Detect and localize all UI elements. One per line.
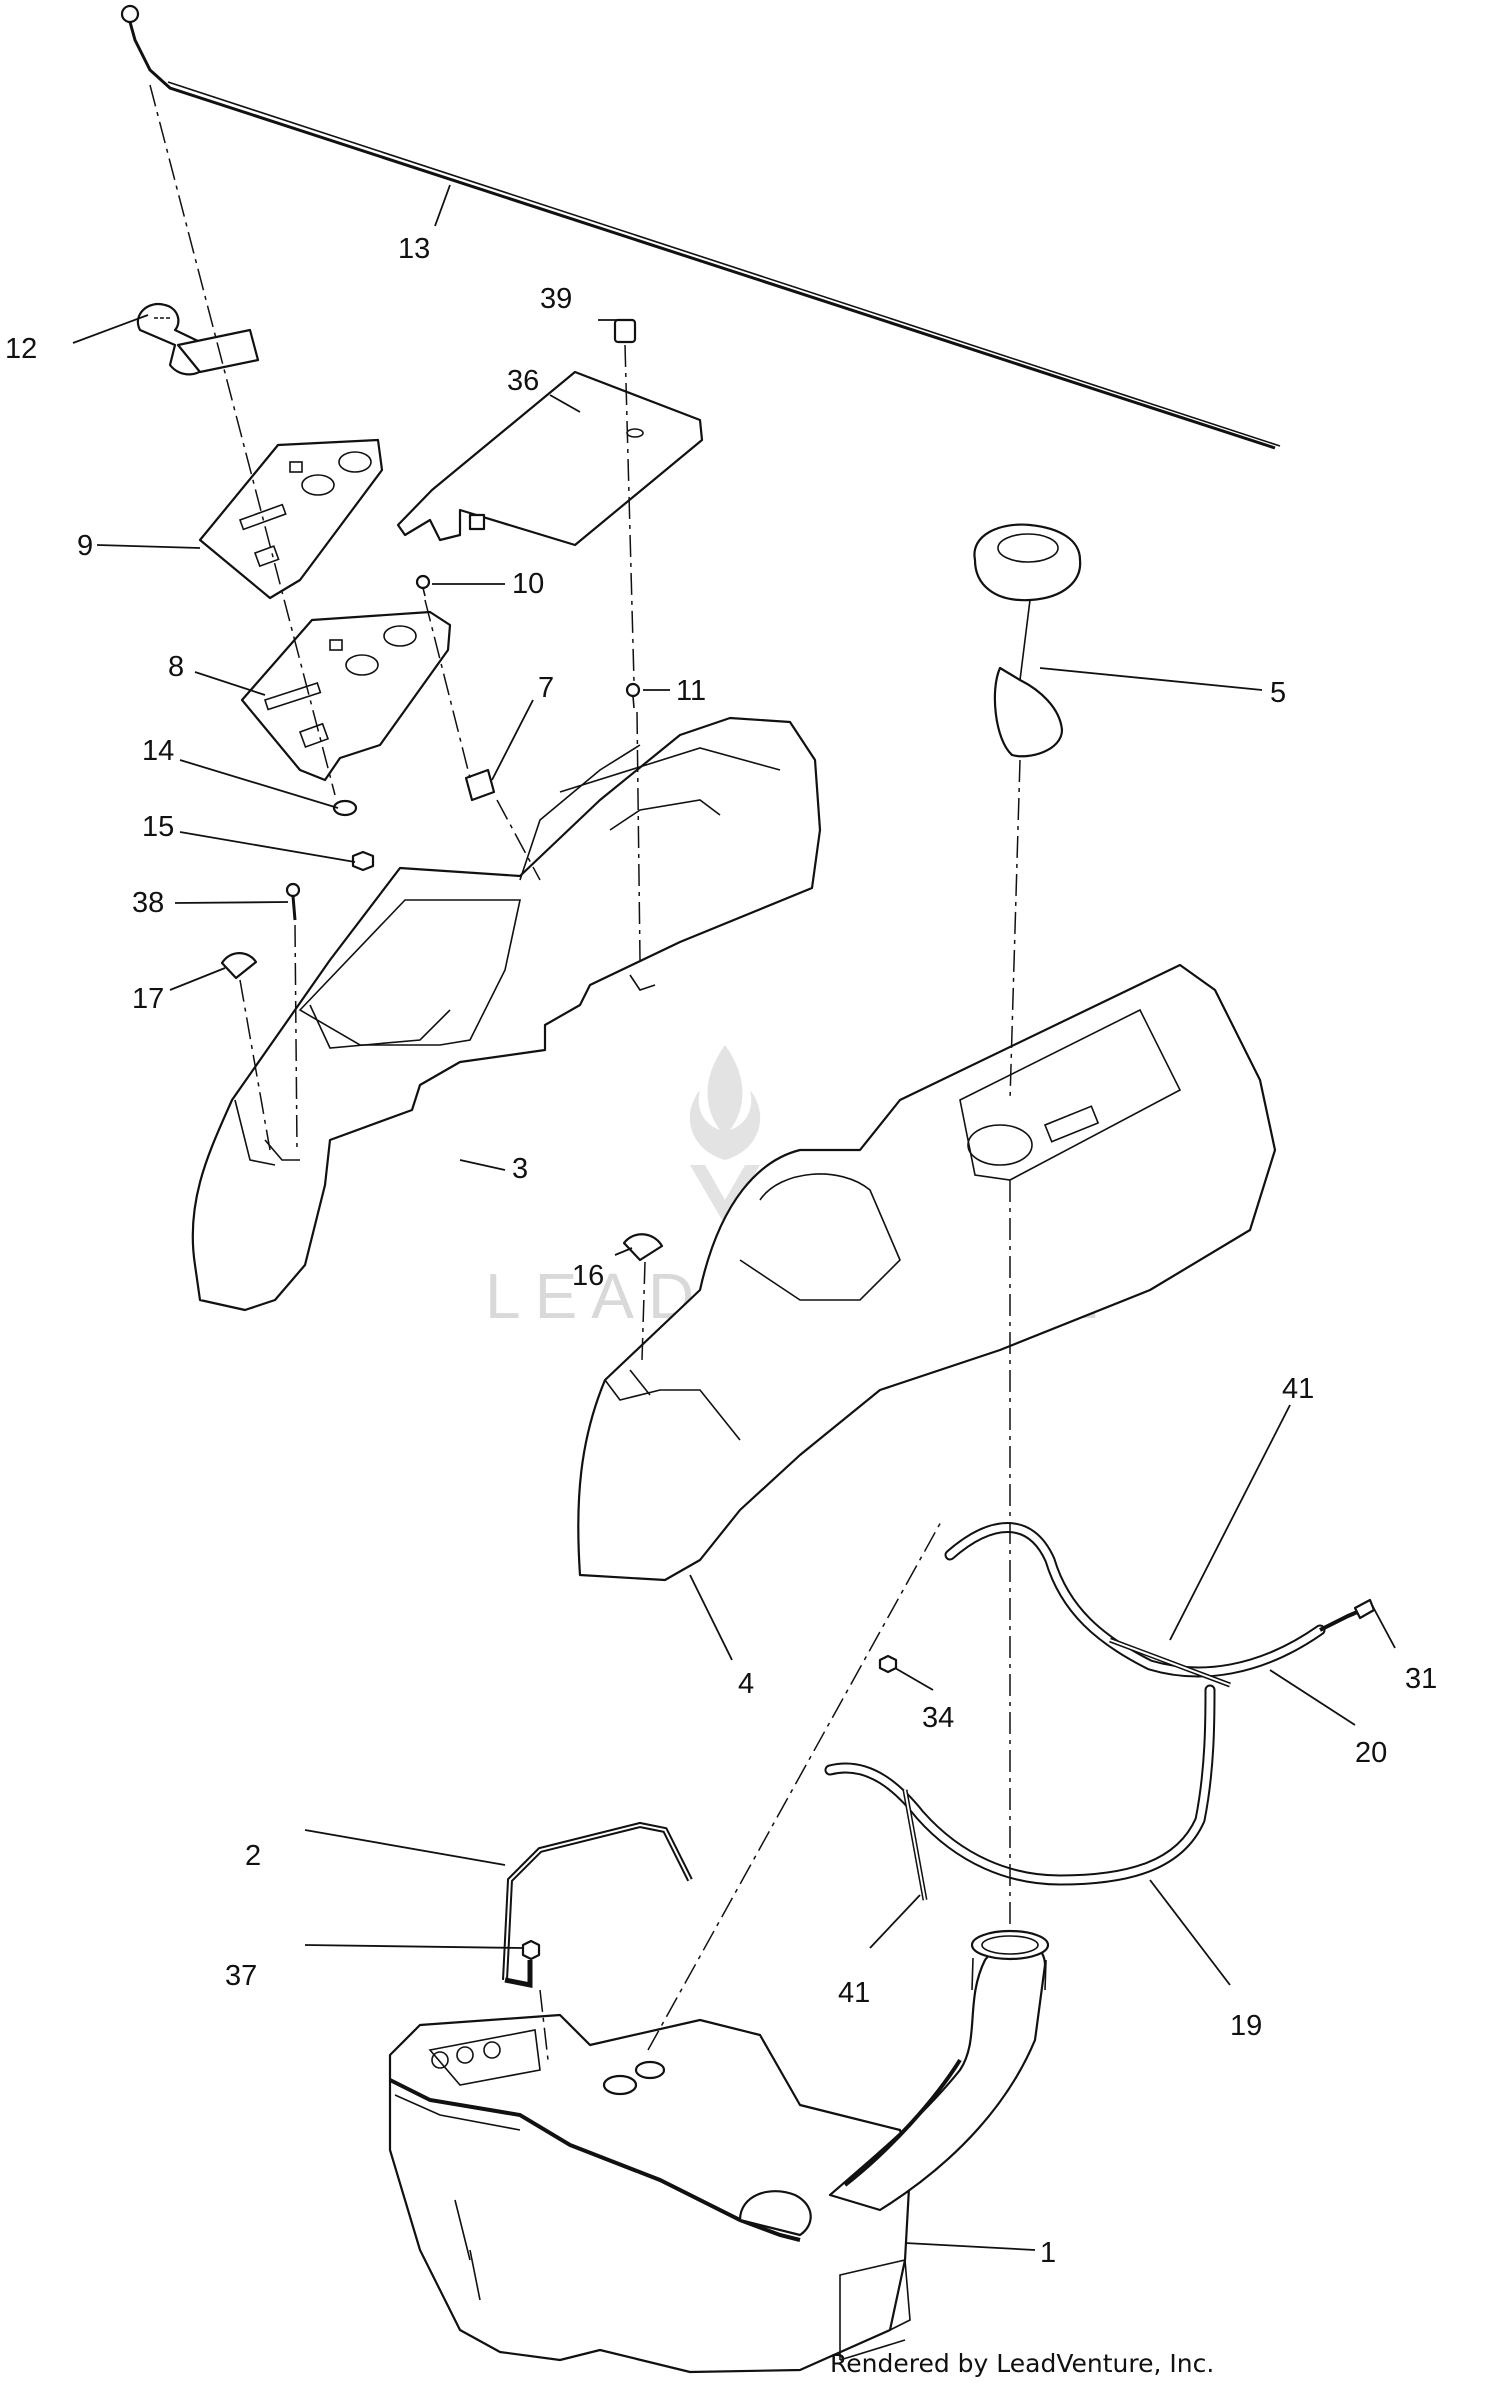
part-3-console <box>191 716 822 1312</box>
part-13-rod <box>120 4 1281 450</box>
callout-16: 16 <box>572 1260 604 1292</box>
part-14-washer <box>332 799 358 817</box>
part-11-screw <box>625 682 641 709</box>
assembly-lines <box>149 84 1021 2061</box>
callout-4: 4 <box>738 1668 754 1700</box>
callout-39: 39 <box>540 283 572 315</box>
part-41-clamp-lower <box>902 1789 928 1901</box>
part-20-fuel-hose <box>944 1522 1376 1678</box>
part-2-bracket <box>502 1821 693 1989</box>
part-37-nut <box>521 1939 541 1961</box>
callout-11: 11 <box>676 675 706 707</box>
part-39-clip <box>613 318 637 344</box>
part-34-clip <box>878 1654 898 1674</box>
callout-labels: 13 39 12 36 9 10 5 8 7 11 14 15 38 17 3 … <box>5 233 1437 2269</box>
callout-41-upper: 41 <box>1282 1373 1314 1405</box>
part-12-knob <box>136 302 260 376</box>
callout-36: 36 <box>507 365 539 397</box>
callout-20: 20 <box>1355 1737 1387 1769</box>
callout-5: 5 <box>1270 677 1286 709</box>
part-4-tank-cover <box>577 963 1277 1582</box>
leader-lines <box>72 184 1396 2251</box>
part-41-clamp-upper <box>1109 1637 1231 1688</box>
callout-37: 37 <box>225 1960 257 1992</box>
callout-7: 7 <box>538 672 554 704</box>
callout-1: 1 <box>1040 2237 1056 2269</box>
callout-31: 31 <box>1405 1663 1437 1695</box>
part-17-cap <box>220 952 258 980</box>
callout-9: 9 <box>77 530 93 562</box>
callout-13: 13 <box>398 233 430 265</box>
part-7-clip <box>464 768 496 802</box>
callout-41-lower: 41 <box>838 1977 870 2009</box>
callout-8: 8 <box>168 651 184 683</box>
part-10-screw <box>415 574 431 597</box>
callout-12: 12 <box>5 333 37 365</box>
callout-3: 3 <box>512 1153 528 1185</box>
part-19-fuel-hose <box>824 1684 1216 1886</box>
part-5-fuel-cap <box>973 523 1082 758</box>
part-15-nut <box>351 850 375 872</box>
callout-38: 38 <box>132 887 164 919</box>
footer-credit: Rendered by LeadVenture, Inc. <box>830 2349 1214 2378</box>
part-36-cover-plate <box>396 370 704 547</box>
callout-19: 19 <box>1230 2010 1262 2042</box>
callout-34: 34 <box>922 1702 954 1734</box>
callout-17: 17 <box>132 983 164 1015</box>
callout-14: 14 <box>142 735 174 767</box>
part-1-fuel-tank <box>388 1929 1050 2374</box>
part-16-cap <box>622 1233 664 1262</box>
callout-10: 10 <box>512 568 544 600</box>
part-8-panel <box>240 610 452 782</box>
callout-2: 2 <box>245 1840 261 1872</box>
callout-15: 15 <box>142 811 174 843</box>
part-38-bolt <box>285 882 301 921</box>
part-9-decal-plate <box>198 438 384 600</box>
watermark-flame-logo <box>689 1045 761 1225</box>
